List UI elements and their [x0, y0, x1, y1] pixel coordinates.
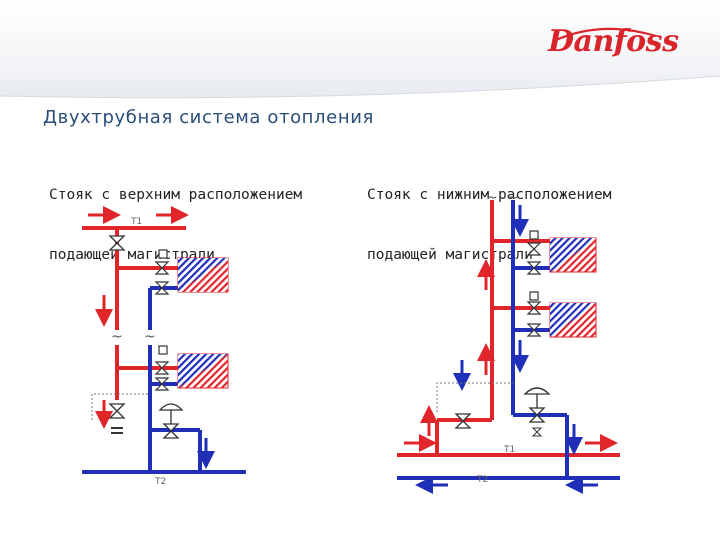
- pipe-break-icon: ~: [111, 329, 123, 345]
- radiator-cold-zone: [178, 258, 228, 292]
- right-scheme-caption: Стояк с нижним расположением подающей ма…: [367, 145, 611, 285]
- supply-label: T1: [130, 217, 142, 227]
- radiator-cold-zone: [550, 238, 596, 272]
- return-valve-icon: [154, 377, 170, 391]
- impulse-tube: [91, 393, 150, 420]
- radiator-cold-zone: [550, 303, 596, 337]
- logo-swoosh: [555, 27, 657, 42]
- radiator-cold-zone: [178, 354, 228, 388]
- right-scheme: ~ T1 ~ T2: [397, 190, 620, 494]
- balancing-valve-icon: [158, 403, 184, 439]
- caption-line: Стояк с верхним расположением: [49, 187, 303, 203]
- thermostatic-valve-icon: [526, 291, 542, 315]
- pipe-break-icon: ~: [144, 329, 156, 345]
- brand-logo: Danfoss: [548, 24, 679, 59]
- balancing-valve-icon: [523, 387, 551, 437]
- thermostatic-valve-icon: [526, 230, 542, 256]
- shutoff-valve-icon: [108, 235, 126, 251]
- return-valve-icon: [154, 281, 170, 295]
- thermostatic-valve-icon: [154, 249, 170, 275]
- pipe-break-icon: ~: [486, 190, 498, 206]
- return-valve-icon: [526, 323, 542, 337]
- return-label: T2: [154, 477, 166, 487]
- caption-line: Стояк с нижним расположением: [367, 187, 612, 203]
- return-valve-icon: [526, 261, 542, 275]
- shutoff-valve-icon: [108, 403, 126, 419]
- left-scheme: T1 ~ ~ T2: [82, 206, 246, 487]
- pipe-break-icon: ~: [507, 190, 519, 206]
- shutoff-valve-icon: [454, 413, 472, 429]
- thermostatic-valve-icon: [154, 345, 170, 375]
- supply-label: T1: [503, 445, 515, 455]
- left-scheme-caption: Стояк с верхним расположением подающей м…: [49, 145, 302, 285]
- return-label: T2: [476, 475, 488, 485]
- header-band: [0, 0, 720, 100]
- page-title: Двухтрубная система отопления: [43, 107, 374, 128]
- impulse-tube: [436, 382, 513, 412]
- header-curve-decoration: [0, 75, 720, 110]
